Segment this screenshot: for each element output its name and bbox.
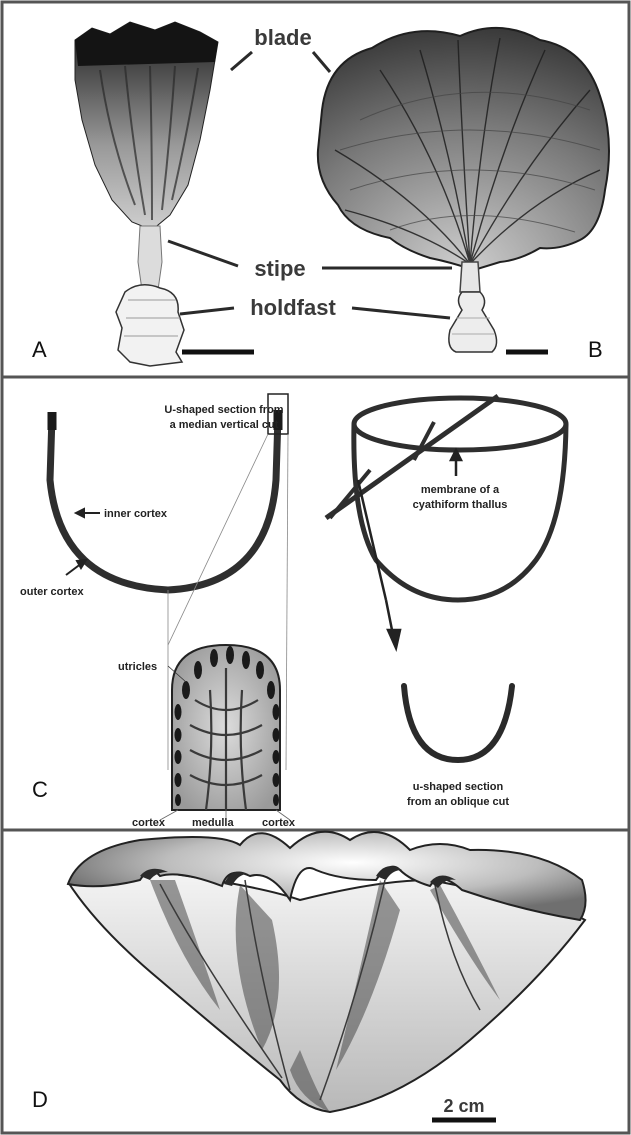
label-holdfast: holdfast xyxy=(250,295,336,320)
label-u-section-1: U-shaped section from xyxy=(164,404,283,416)
scale-label-d: 2 cm xyxy=(443,1096,484,1116)
panel-letter-d: D xyxy=(32,1087,48,1112)
label-blade: blade xyxy=(254,25,311,50)
specimen-a-photo xyxy=(75,22,218,366)
label-oblique-2: from an oblique cut xyxy=(407,796,509,808)
panel-a: blade stipe holdfast A B xyxy=(32,22,609,366)
label-outer-cortex: outer cortex xyxy=(20,586,84,598)
label-oblique-1: u-shaped section xyxy=(413,781,504,793)
u-section-oblique xyxy=(404,686,512,760)
label-inner-cortex: inner cortex xyxy=(104,508,168,520)
panel-d: 2 cm D xyxy=(32,832,586,1120)
label-u-section-2: a median vertical cut xyxy=(170,419,279,431)
specimen-b-photo xyxy=(318,28,609,352)
label-membrane-2: cyathiform thallus xyxy=(413,499,508,511)
cross-section-detail xyxy=(172,645,280,810)
label-stipe: stipe xyxy=(254,256,305,281)
label-cortex-right: cortex xyxy=(262,817,296,829)
panel-letter-a: A xyxy=(32,337,47,362)
label-medulla: medulla xyxy=(192,817,234,829)
label-cortex-left: cortex xyxy=(132,817,166,829)
panel-letter-c: C xyxy=(32,777,48,802)
thallus-3d-drawing xyxy=(68,832,586,1112)
panel-c: U-shaped section from a median vertical … xyxy=(20,394,566,829)
panel-letter-b: B xyxy=(588,337,603,362)
label-utricles: utricles xyxy=(118,661,157,673)
label-membrane-1: membrane of a xyxy=(421,484,500,496)
